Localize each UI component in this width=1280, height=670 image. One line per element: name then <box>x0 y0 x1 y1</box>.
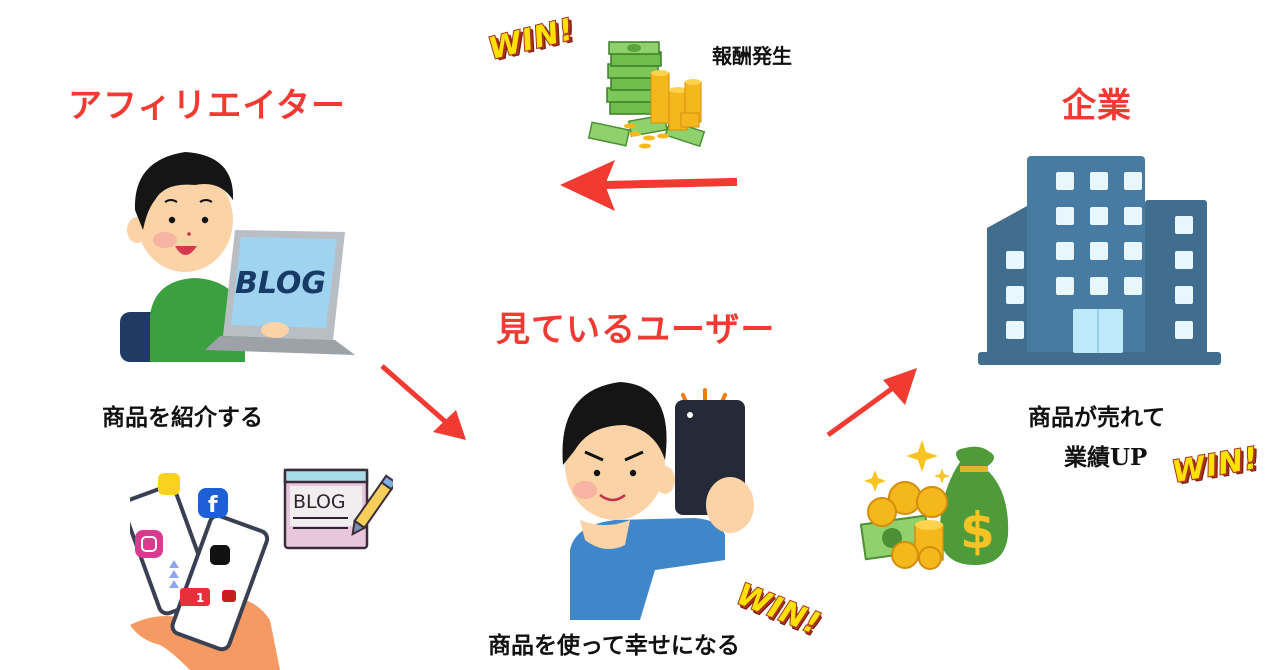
svg-text:f: f <box>208 493 218 518</box>
pencil-icon <box>351 474 393 537</box>
arrow-down-right-icon <box>378 362 473 447</box>
affiliate-blogger-illustration: BLOG <box>105 140 355 365</box>
youtube-icon <box>222 590 236 602</box>
facebook-icon <box>198 488 228 518</box>
viewer-caption: 商品を使って幸せになる <box>488 632 740 659</box>
reward-label: 報酬発生 <box>712 44 792 68</box>
company-caption-line1: 商品が売れて <box>1028 404 1166 431</box>
snapchat-icon <box>158 473 180 495</box>
svg-text:1: 1 <box>196 591 204 605</box>
office-building-icon <box>975 156 1223 368</box>
svg-text:$: $ <box>960 502 995 560</box>
blog-card-illustration: BLOG <box>283 468 393 553</box>
money-stack-icon <box>585 38 715 158</box>
like-badge-icon <box>180 588 210 606</box>
win-badge-company: WIN! <box>1169 440 1263 492</box>
affiliate-caption: 商品を紹介する <box>102 404 263 431</box>
win-badge-reward: WIN! <box>484 11 579 68</box>
instagram-icon <box>135 530 163 558</box>
viewer-title: 見ているユーザー <box>496 310 776 350</box>
arrow-left-icon <box>555 155 740 215</box>
company-caption-line2: 業績UP <box>1064 444 1148 471</box>
blog-card-text: BLOG <box>293 491 346 513</box>
arrow-up-right-icon <box>825 365 920 440</box>
win-badge-viewer: WIN! <box>731 576 827 643</box>
money-bag-icon: $ <box>860 440 1015 570</box>
tiktok-icon <box>210 545 230 565</box>
viewer-smartphone-illustration <box>545 370 760 620</box>
laptop-screen-text: BLOG <box>235 266 326 301</box>
affiliate-title: アフィリエイター <box>68 86 346 126</box>
social-media-phones-illustration: f 1 <box>130 470 280 670</box>
company-title: 企業 <box>1062 86 1132 126</box>
